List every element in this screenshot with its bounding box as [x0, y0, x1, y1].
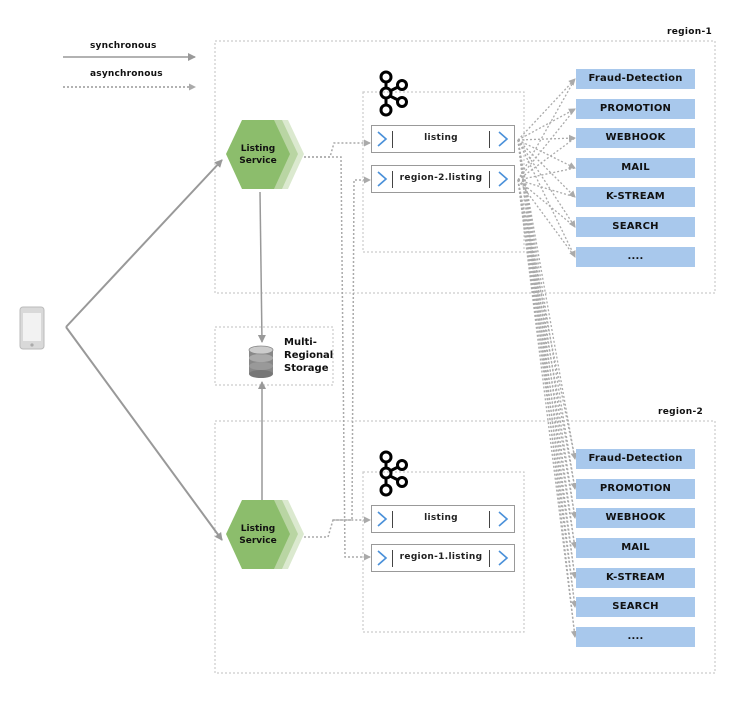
consumer-k-stream-region-2: K-STREAM — [576, 568, 695, 588]
fanout-region-1-to-region-2 — [517, 139, 578, 638]
consumer-more-region-1: .... — [576, 247, 695, 267]
consumer-webhook-region-1: WEBHOOK — [576, 128, 695, 148]
chevron-right-icon — [498, 131, 509, 147]
sync-arrow-client-to-service-2 — [65, 326, 223, 541]
storage-label: Multi-Regional Storage — [284, 337, 334, 374]
topic-region-2-listing-region-1: region-2.listing — [371, 165, 515, 193]
consumer-fraud-detection-region-1: Fraud-Detection — [576, 69, 695, 89]
listing-service-2-label: Listing Service — [239, 524, 277, 546]
database-icon — [248, 345, 274, 378]
sync-arrow-service-1-to-storage — [257, 191, 266, 343]
legend-synchronous-label: synchronous — [90, 41, 157, 51]
consumer-webhook-region-2: WEBHOOK — [576, 508, 695, 528]
sync-arrow-client-to-service-1 — [65, 159, 223, 328]
async-service-1-to-region-1-listing — [300, 156, 371, 561]
consumer-more-region-2: .... — [576, 627, 695, 647]
region-2-label: region-2 — [658, 407, 704, 417]
consumer-mail-region-1: MAIL — [576, 158, 695, 178]
consumer-search-region-2: SEARCH — [576, 597, 695, 617]
chevron-right-icon — [498, 171, 509, 187]
consumer-promotion-region-2: PROMOTION — [576, 479, 695, 499]
region-1-label: region-1 — [667, 27, 713, 37]
listing-service-2-hexagon — [226, 500, 304, 569]
topic-name: region-2.listing — [399, 173, 483, 183]
fanout-region-1 — [517, 78, 576, 258]
async-service-2-to-region-2-listing — [333, 176, 371, 521]
kafka-cluster-2-box — [362, 471, 525, 633]
topic-listing-region-1: listing — [371, 125, 515, 153]
async-service-1-to-listing — [296, 139, 371, 158]
chevron-right-icon — [498, 511, 509, 527]
consumer-fraud-detection-region-2: Fraud-Detection — [576, 449, 695, 469]
topic-name: listing — [424, 513, 458, 523]
listing-service-1-hexagon — [226, 120, 304, 189]
legend-asynchronous-label: asynchronous — [90, 69, 163, 79]
chevron-right-icon — [498, 550, 509, 566]
chevron-right-icon — [377, 131, 388, 147]
chevron-right-icon — [377, 171, 388, 187]
region-2-box — [214, 420, 716, 674]
chevron-right-icon — [377, 550, 388, 566]
listing-service-1-label: Listing Service — [239, 144, 277, 166]
chevron-right-icon — [377, 511, 388, 527]
consumer-k-stream-region-1: K-STREAM — [576, 187, 695, 207]
topic-listing-region-2: listing — [371, 505, 515, 533]
topic-region-1-listing-region-2: region-1.listing — [371, 544, 515, 572]
consumer-mail-region-2: MAIL — [576, 538, 695, 558]
kafka-icon — [379, 450, 408, 497]
topic-name: region-1.listing — [399, 552, 483, 562]
topic-name: listing — [424, 133, 458, 143]
consumer-promotion-region-1: PROMOTION — [576, 99, 695, 119]
async-service-2-to-listing — [296, 516, 371, 538]
consumer-search-region-1: SEARCH — [576, 217, 695, 237]
kafka-icon — [379, 70, 408, 117]
mobile-phone-icon — [19, 306, 45, 350]
